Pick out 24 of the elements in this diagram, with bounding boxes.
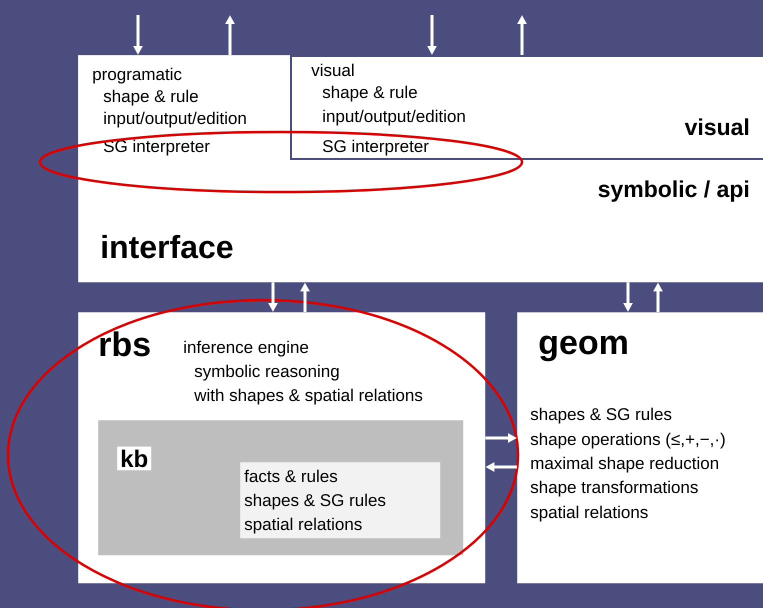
layer-label: visual: [684, 118, 748, 136]
box-title: geom: [540, 336, 627, 362]
list-item: shape operations (≤,+,−,·): [530, 432, 725, 449]
list-item: spatial relations: [530, 506, 648, 522]
list-item: facts & rules: [244, 470, 338, 482]
list-item: shapes & SG rules: [244, 494, 386, 510]
list-item: shape & rule: [104, 90, 198, 106]
list-item: shape & rule: [322, 86, 417, 102]
list-item: SG interpreter: [322, 140, 429, 156]
layer-label: symbolic / api: [598, 180, 748, 202]
panel-heading: visual: [311, 64, 354, 76]
list-item: input/output/edition: [104, 112, 246, 128]
panel-heading: programatic: [93, 68, 182, 84]
list-item: shapes & SG rules: [530, 408, 672, 424]
box-title: kb: [117, 446, 152, 470]
box-title: rbs: [100, 331, 150, 356]
list-item: spatial relations: [244, 518, 362, 534]
box-title: interface: [102, 234, 232, 258]
list-item: input/output/edition: [323, 110, 465, 126]
list-item: with shapes & spatial relations: [194, 388, 422, 405]
list-item: inference engine: [184, 340, 308, 357]
list-item: shape transformations: [530, 480, 698, 497]
list-item: symbolic reasoning: [194, 364, 339, 381]
list-item: maximal shape reduction: [531, 456, 718, 473]
